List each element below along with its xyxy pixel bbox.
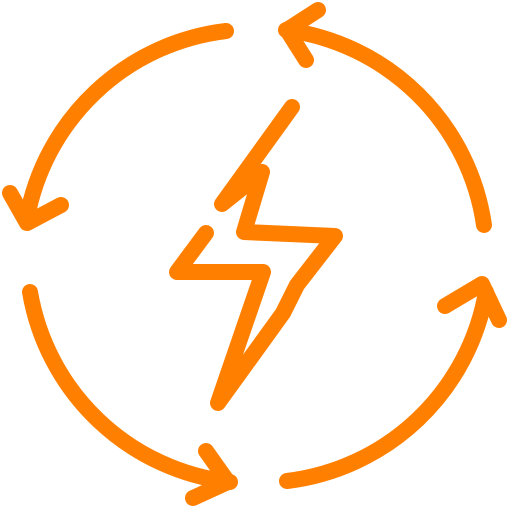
arc-top-left-icon	[19, 23, 234, 226]
arc-bottom-right-icon	[279, 284, 494, 489]
arrowhead-bottom-icon	[185, 443, 236, 506]
lightning-bolt-icon	[169, 99, 343, 411]
arrowhead-left-icon	[2, 185, 69, 231]
arrowhead-top-icon	[279, 2, 326, 68]
arc-bottom-left-icon	[22, 284, 238, 490]
arc-top-right-icon	[278, 22, 492, 233]
arrowhead-right-icon	[437, 276, 507, 328]
